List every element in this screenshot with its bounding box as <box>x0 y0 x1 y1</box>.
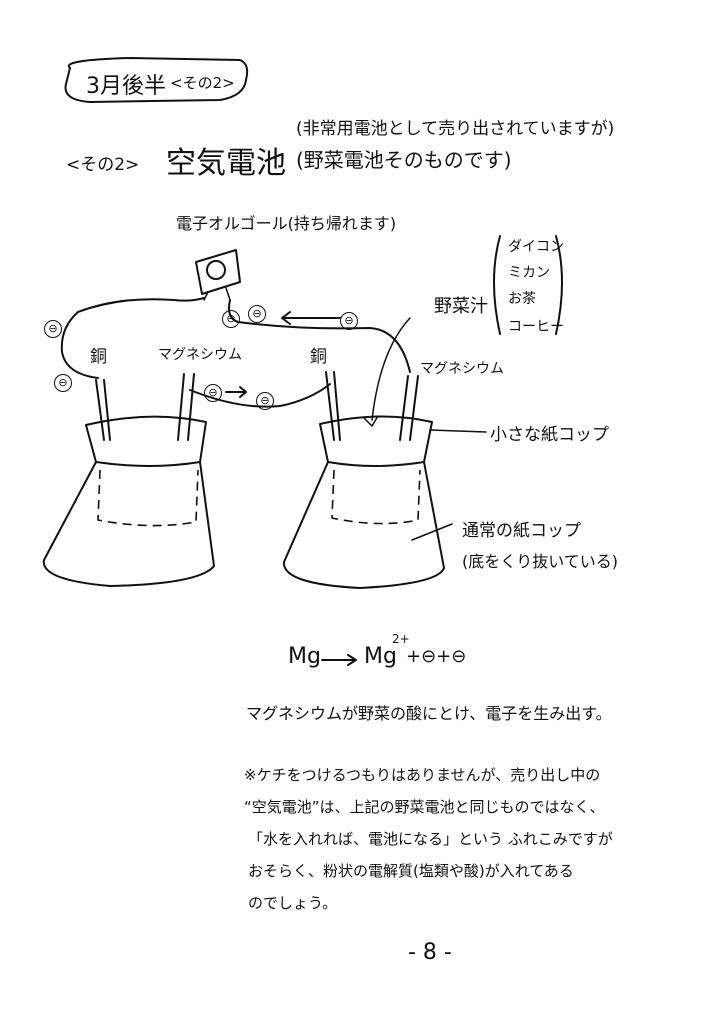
remark-line: のでしょう。 <box>248 894 338 912</box>
equation-lhs: Mg <box>288 644 321 669</box>
wire-left <box>60 297 205 379</box>
electron-badge-1: ⊖ <box>44 320 62 338</box>
arrow-mid <box>225 386 247 398</box>
page-number: - 8 - <box>408 940 452 965</box>
remark-line: 「水を入れれば、電池になる」という ふれこみですが <box>248 830 613 848</box>
electron-badge-2: ⊖ <box>54 374 72 392</box>
reaction-arrow-icon <box>321 654 357 666</box>
section-sub-label: <その2> <box>170 74 235 92</box>
title-label: <その2> <box>66 155 140 175</box>
magnesium-right-label: マグネシウム <box>420 361 504 377</box>
explanation-text: マグネシウムが野菜の酸にとけ、電子を生み出す。 <box>246 704 612 723</box>
juice-option: ダイコン <box>508 239 564 255</box>
remark-line: ※ケチをつけるつもりはありませんが、売り出し中の <box>244 766 601 784</box>
vegetable-juice-label: 野菜汁 <box>434 296 488 317</box>
juice-option: お茶 <box>508 291 536 307</box>
electron-badge-4: ⊖ <box>248 305 266 323</box>
header-frame <box>64 57 249 103</box>
remark-line: おそらく、粉状の電解質(塩類や酸)が入れてある <box>248 862 574 880</box>
arrow-top <box>281 311 341 325</box>
small-cup-label: 小さな紙コップ <box>490 425 609 445</box>
left-cup-drawing <box>42 373 215 587</box>
remark-line: “空気電池”は、上記の野菜電池と同じものではなく、 <box>244 798 605 816</box>
equation-rhs: Mg <box>364 644 397 669</box>
normal-cup-label: 通常の紙コップ <box>462 521 581 541</box>
electron-badge-7: ⊖ <box>256 392 274 410</box>
electron-badge-5: ⊖ <box>340 312 358 330</box>
normal-cup-note: (底をくり抜いている) <box>462 552 619 571</box>
juice-option: ミカン <box>508 265 550 281</box>
copper-right-label: 銅 <box>310 347 327 367</box>
music-box-icon <box>195 249 241 301</box>
juice-option: コーヒー <box>508 319 564 335</box>
section-label: 3月後半 <box>86 74 166 99</box>
magnesium-left-label: マグネシウム <box>158 347 242 363</box>
title-note-line1: (非常用電池として売り出されていますが) <box>296 119 615 139</box>
title-note-line2: (野菜電池そのものです) <box>296 148 512 172</box>
electron-badge-3: ⊖ <box>222 310 240 328</box>
options-bracket <box>493 235 501 335</box>
right-cup-drawing <box>283 317 445 589</box>
page-title: 空気電池 <box>166 146 286 181</box>
electron-badge-6: ⊖ <box>204 384 222 402</box>
equation-charge: 2+ <box>392 632 410 646</box>
copper-left-label: 銅 <box>90 347 107 367</box>
music-box-label: 電子オルゴール(持ち帰れます) <box>176 214 397 233</box>
equation-tail: +⊖+⊖ <box>406 646 467 667</box>
